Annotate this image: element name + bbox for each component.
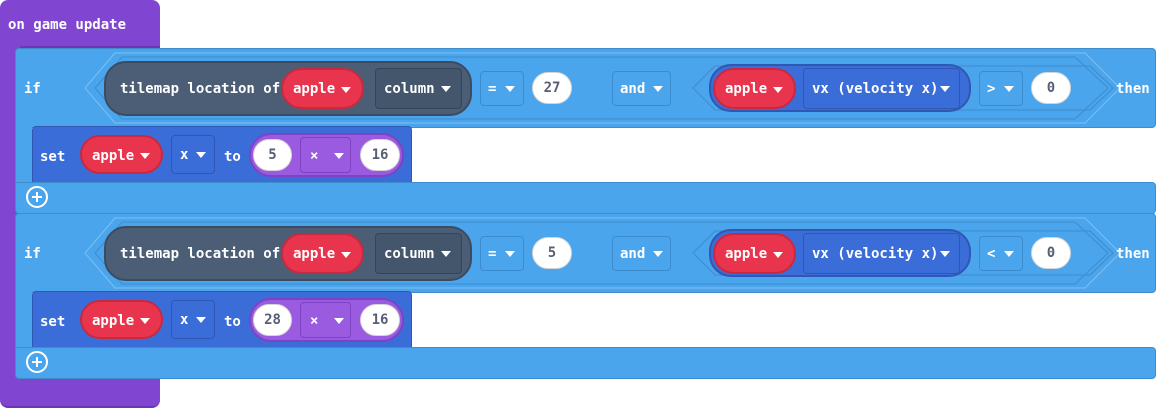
set-property-value: x <box>180 147 189 163</box>
set-sprite-dropdown[interactable]: apple <box>80 135 163 174</box>
velocity-property-value: vx (velocity x) <box>812 246 939 262</box>
if-2-spine <box>15 292 32 348</box>
if-1-spine <box>15 127 32 183</box>
add-else-plus-circle-icon[interactable] <box>26 351 48 373</box>
logic-operator-dropdown[interactable]: and <box>612 71 671 106</box>
set-sprite-value: apple <box>92 148 135 164</box>
caret-down-icon <box>334 318 344 324</box>
if-1-footer <box>15 182 1156 214</box>
multiply-right-input[interactable]: 16 <box>360 139 400 171</box>
velocity-compare-dropdown[interactable]: > <box>979 71 1023 106</box>
if-2-footer <box>15 347 1156 379</box>
caret-down-icon <box>505 251 515 257</box>
velocity-sprite-value: apple <box>725 81 768 97</box>
caret-down-icon <box>441 86 451 92</box>
set-label: set <box>40 149 66 165</box>
caret-down-icon <box>505 86 515 92</box>
set-to-label: to <box>224 314 241 330</box>
velocity-property-dropdown[interactable]: vx (velocity x) <box>803 68 960 109</box>
velocity-sprite-dropdown[interactable]: apple <box>713 68 796 109</box>
if-label: if <box>24 246 41 262</box>
tilemap-property-dropdown[interactable]: column <box>375 233 462 274</box>
velocity-property-dropdown[interactable]: vx (velocity x) <box>803 233 960 274</box>
comparison-operator-value: = <box>488 81 497 97</box>
then-label: then <box>1116 246 1150 262</box>
logic-operator-dropdown[interactable]: and <box>612 236 671 271</box>
caret-down-icon <box>773 252 783 258</box>
set-label: set <box>40 314 66 330</box>
set-property-value: x <box>180 312 189 328</box>
caret-down-icon <box>940 86 950 92</box>
caret-down-icon <box>196 317 206 323</box>
then-label: then <box>1116 81 1150 97</box>
caret-down-icon <box>196 152 206 158</box>
caret-down-icon <box>334 153 344 159</box>
sprite-dropdown-value: apple <box>293 246 336 262</box>
event-label: on game update <box>8 17 127 33</box>
velocity-sprite-value: apple <box>725 246 768 262</box>
tilemap-property-dropdown[interactable]: column <box>375 68 462 109</box>
caret-down-icon <box>1004 86 1014 92</box>
set-property-dropdown[interactable]: x <box>171 300 215 339</box>
logic-operator-value: and <box>620 81 646 97</box>
column-value-input[interactable]: 27 <box>532 72 572 104</box>
velocity-compare-input[interactable]: 0 <box>1031 237 1071 269</box>
caret-down-icon <box>441 251 451 257</box>
multiply-operator-value: × <box>310 313 319 329</box>
sprite-dropdown[interactable]: apple <box>281 68 364 109</box>
tilemap-location-label: tilemap location of <box>120 246 281 262</box>
multiply-operator-dropdown[interactable]: × <box>300 137 351 173</box>
comparison-operator-value: = <box>488 246 497 262</box>
velocity-compare-dropdown[interactable]: < <box>979 236 1023 271</box>
set-sprite-dropdown[interactable]: apple <box>80 300 163 339</box>
multiply-operator-dropdown[interactable]: × <box>300 302 351 338</box>
multiply-left-input[interactable]: 28 <box>253 304 292 336</box>
caret-down-icon <box>1004 251 1014 257</box>
velocity-property-value: vx (velocity x) <box>812 81 939 97</box>
caret-down-icon <box>940 251 950 257</box>
column-value-input[interactable]: 5 <box>532 237 572 269</box>
caret-down-icon <box>653 86 663 92</box>
sprite-dropdown[interactable]: apple <box>281 233 364 274</box>
comparison-operator-dropdown[interactable]: = <box>480 71 524 106</box>
on-game-update-block[interactable]: on game update <box>0 0 160 48</box>
multiply-left-input[interactable]: 5 <box>253 139 292 171</box>
caret-down-icon <box>341 252 351 258</box>
if-label: if <box>24 81 41 97</box>
caret-down-icon <box>140 153 150 159</box>
set-property-dropdown[interactable]: x <box>171 135 215 174</box>
multiply-operator-value: × <box>310 148 319 164</box>
caret-down-icon <box>773 87 783 93</box>
multiply-right-input[interactable]: 16 <box>360 304 400 336</box>
event-block-bottom <box>0 378 160 408</box>
sprite-dropdown-value: apple <box>293 81 336 97</box>
tilemap-property-value: column <box>384 81 435 97</box>
caret-down-icon <box>140 318 150 324</box>
velocity-compare-input[interactable]: 0 <box>1031 72 1071 104</box>
add-else-plus-circle-icon[interactable] <box>26 186 48 208</box>
comparison-operator-dropdown[interactable]: = <box>480 236 524 271</box>
caret-down-icon <box>653 251 663 257</box>
caret-down-icon <box>341 87 351 93</box>
set-sprite-value: apple <box>92 313 135 329</box>
set-to-label: to <box>224 149 241 165</box>
velocity-compare-value: < <box>987 246 996 262</box>
velocity-compare-value: > <box>987 81 996 97</box>
velocity-sprite-dropdown[interactable]: apple <box>713 233 796 274</box>
tilemap-property-value: column <box>384 246 435 262</box>
logic-operator-value: and <box>620 246 646 262</box>
tilemap-location-label: tilemap location of <box>120 81 281 97</box>
